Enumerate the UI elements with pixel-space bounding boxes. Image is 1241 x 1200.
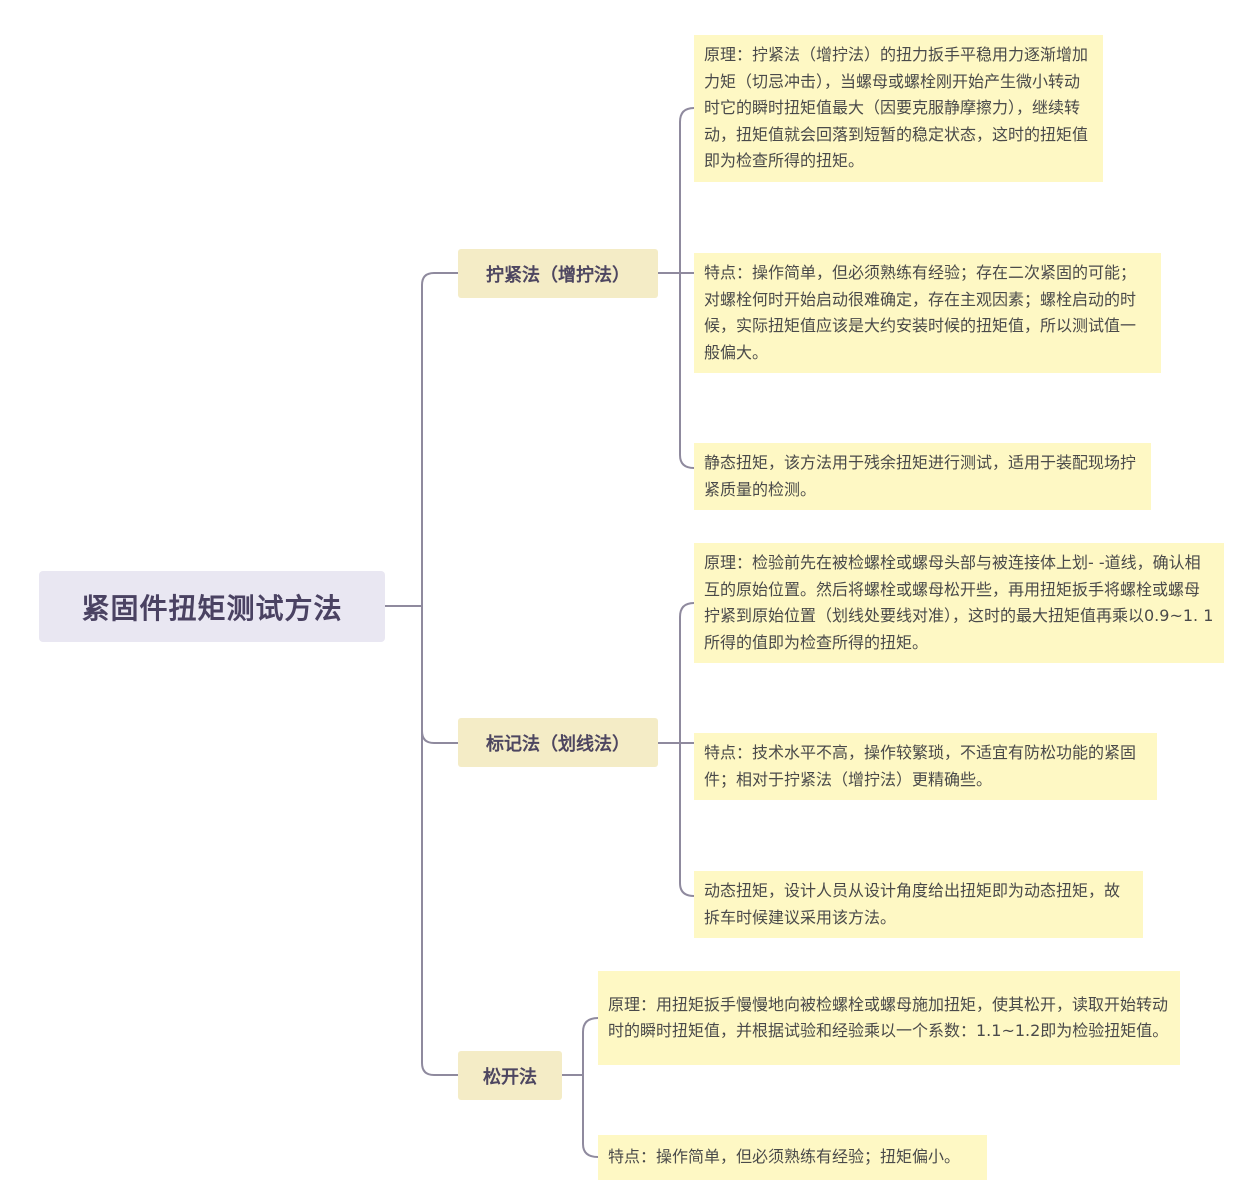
leaf-loosening-features[interactable]: 特点：操作简单，但必须熟练有经验；扭矩偏小。 [598,1135,987,1180]
branch-label: 标记法（划线法） [486,733,630,755]
leaf-text: 原理：拧紧法（增拧法）的扭力扳手平稳用力逐渐增加力矩（切忌冲击），当螺母或螺栓刚… [704,45,1089,171]
leaf-marking-features[interactable]: 特点：技术水平不高，操作较繁琐，不适宜有防松功能的紧固件；相对于拧紧法（增拧法）… [694,733,1157,800]
leaf-tightening-principle[interactable]: 原理：拧紧法（增拧法）的扭力扳手平稳用力逐渐增加力矩（切忌冲击），当螺母或螺栓刚… [694,35,1103,182]
leaf-tightening-static[interactable]: 静态扭矩，该方法用于残余扭矩进行测试，适用于装配现场拧紧质量的检测。 [694,443,1151,510]
leaf-text: 原理：用扭矩扳手慢慢地向被检螺栓或螺母施加扭矩，使其松开，读取开始转动时的瞬时扭… [608,994,1169,1041]
branch-node-tightening[interactable]: 拧紧法（增拧法） [458,249,658,298]
root-title: 紧固件扭矩测试方法 [81,591,343,625]
leaf-text: 静态扭矩，该方法用于残余扭矩进行测试，适用于装配现场拧紧质量的检测。 [704,453,1137,499]
leaf-text: 特点：技术水平不高，操作较繁琐，不适宜有防松功能的紧固件；相对于拧紧法（增拧法）… [704,743,1137,789]
leaf-text: 原理：检验前先在被检螺栓或螺母头部与被连接体上划- -道线，确认相互的原始位置。… [704,553,1214,652]
branch-node-loosening[interactable]: 松开法 [458,1051,562,1100]
branch-node-marking[interactable]: 标记法（划线法） [458,718,658,767]
branch-label: 松开法 [483,1066,537,1088]
leaf-text: 动态扭矩，设计人员从设计角度给出扭矩即为动态扭矩，故拆车时候建议采用该方法。 [704,881,1121,927]
branch-label: 拧紧法（增拧法） [486,264,630,286]
leaf-text: 特点：操作简单，但必须熟练有经验；扭矩偏小。 [608,1147,961,1167]
leaf-tightening-features[interactable]: 特点：操作简单，但必须熟练有经验；存在二次紧固的可能；对螺栓何时开始启动很难确定… [694,253,1161,373]
leaf-loosening-principle[interactable]: 原理：用扭矩扳手慢慢地向被检螺栓或螺母施加扭矩，使其松开，读取开始转动时的瞬时扭… [598,971,1180,1065]
leaf-marking-principle[interactable]: 原理：检验前先在被检螺栓或螺母头部与被连接体上划- -道线，确认相互的原始位置。… [694,543,1224,663]
leaf-text: 特点：操作简单，但必须熟练有经验；存在二次紧固的可能；对螺栓何时开始启动很难确定… [704,263,1137,362]
leaf-marking-dynamic[interactable]: 动态扭矩，设计人员从设计角度给出扭矩即为动态扭矩，故拆车时候建议采用该方法。 [694,871,1143,938]
root-node[interactable]: 紧固件扭矩测试方法 [39,571,385,642]
